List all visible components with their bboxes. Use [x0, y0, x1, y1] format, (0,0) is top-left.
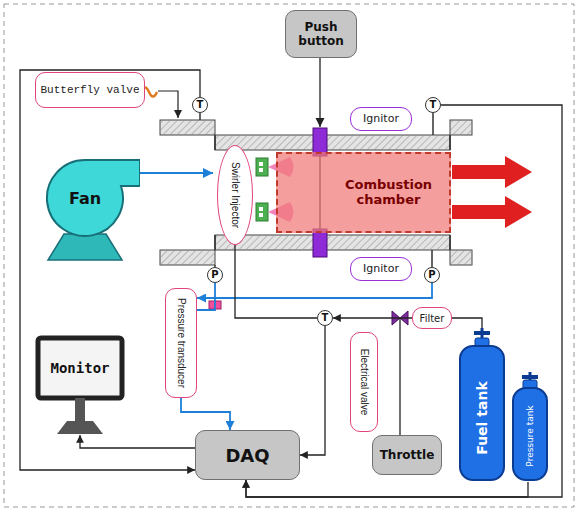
duct-wall [215, 235, 450, 250]
node-label: Electrical valve [359, 349, 370, 416]
ignitor-plug [313, 229, 327, 257]
combustion-chamber: Combustion chamber [276, 152, 451, 233]
connector-line [181, 398, 230, 430]
electrical-valve-symbol [392, 311, 408, 435]
node-label: P [211, 269, 218, 281]
duct-wall [450, 120, 472, 135]
tank-symbol [522, 375, 538, 379]
node-label: Pressure tank [525, 405, 535, 466]
air-flow-arrow [140, 173, 213, 174]
exhaust-arrow [452, 156, 532, 188]
node-label: P [428, 269, 435, 281]
connector-line [333, 317, 412, 318]
connector-line [452, 318, 482, 328]
fan-symbol [48, 234, 122, 260]
temperature-sensor: T [192, 97, 208, 113]
duct-wall [160, 250, 215, 265]
tank-symbol [513, 388, 547, 480]
connector-line [80, 435, 195, 448]
node-label: Fuel tank [474, 381, 490, 454]
daq-box: DAQ [195, 430, 300, 480]
callout-box: Electrical valve [350, 332, 378, 432]
node-label: Push button [286, 20, 356, 48]
node-label: Ignitor [363, 113, 399, 126]
monitor-symbol [35, 335, 125, 435]
duct-wall [160, 250, 215, 265]
node-label: Pressure transducer [176, 298, 187, 388]
node-label: Ignitor [363, 263, 399, 276]
ignition-wire [319, 58, 320, 127]
duct-wall [160, 120, 215, 135]
node-label: Monitor [50, 360, 109, 376]
duct-wall [215, 135, 450, 150]
throttle-box: Throttle [372, 435, 442, 475]
fuel-injector [259, 207, 263, 211]
duct-wall [450, 250, 472, 265]
sensor-stem [431, 250, 433, 267]
pressure-sensor: P [207, 267, 223, 283]
duct-wall [449, 135, 451, 150]
node-label: T [430, 99, 437, 111]
exhaust-arrow [452, 196, 532, 228]
fuel-injector [259, 162, 263, 166]
duct-wall [450, 120, 472, 135]
tank-symbol [474, 331, 490, 335]
monitor-symbol [57, 421, 103, 434]
frame-border [4, 4, 574, 507]
callout-box: Ignitor [350, 107, 412, 132]
node-label: T [197, 99, 204, 111]
temperature-sensor: T [425, 97, 441, 113]
sensor-stem [199, 113, 201, 120]
duct-wall [215, 135, 450, 150]
callout-box: Butterfly valve [35, 72, 145, 108]
connector-line [235, 245, 317, 318]
fan-symbol [47, 160, 140, 236]
butterfly-valve-symbol [141, 88, 178, 119]
butterfly-valve-symbol [158, 91, 178, 118]
air-flow-arrow [140, 172, 213, 174]
duct-wall [214, 135, 216, 150]
node-label: Throttle [380, 448, 435, 462]
duct-wall [449, 235, 451, 250]
connector-line [20, 70, 200, 470]
fuel-injector [259, 168, 263, 172]
monitor-symbol [38, 338, 122, 398]
exhaust-arrow [452, 156, 532, 228]
filter-box: Filter [412, 307, 452, 329]
node-label: T [322, 312, 329, 324]
fuel-tank: Fuel tank [458, 328, 506, 482]
pressure-tank: Pressure tank [511, 372, 549, 482]
callout-box: Pressure transducer [165, 288, 197, 398]
monitor: Monitor [35, 335, 125, 435]
duct-wall [214, 235, 216, 250]
tank-symbol [460, 346, 504, 480]
node-label: DAQ [225, 445, 269, 466]
push-button: Push button [285, 10, 357, 58]
fuel-injector [259, 213, 263, 217]
node-label: Butterfly valve [40, 84, 139, 96]
sensor-stem [432, 113, 434, 135]
swirler-injector: Swirler Injector [217, 145, 253, 245]
connector-line [246, 480, 528, 497]
electrical-valve-symbol [399, 318, 400, 435]
pressure-sensor: P [424, 267, 440, 283]
fuel-injector [256, 158, 268, 176]
duct-wall [215, 235, 450, 250]
fan: Fan [40, 150, 140, 262]
duct-wall [160, 120, 215, 135]
duct-wall [450, 250, 472, 265]
duct-wall [160, 120, 472, 265]
node-label: Swirler Injector [229, 162, 241, 228]
monitor-symbol [75, 398, 85, 421]
connector-line [300, 326, 325, 455]
callout-box: Ignitor [350, 257, 412, 282]
temperature-sensor: T [317, 310, 333, 326]
node-label: Filter [420, 313, 445, 324]
fuel-injector [256, 203, 268, 221]
connector-line [197, 283, 432, 298]
node-label: Fan [69, 189, 101, 208]
node-label: Combustion chamber [328, 178, 449, 208]
connector-line [197, 283, 215, 310]
